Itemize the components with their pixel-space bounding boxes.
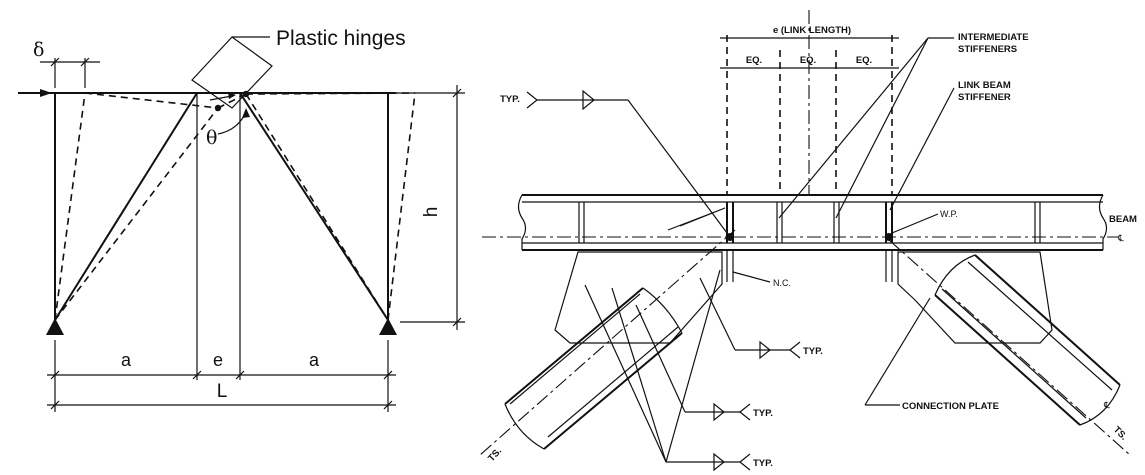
deformed-link bbox=[217, 93, 247, 109]
link-beam-stiffener-label-1: LINK BEAM bbox=[958, 80, 1011, 91]
typ-weld-callout-2 bbox=[635, 304, 751, 422]
weld-symbol-left bbox=[667, 207, 726, 231]
typ-weld-callout-3 bbox=[584, 269, 751, 472]
frame-schematic: Plastic hinges θ δ h a e a bbox=[18, 27, 465, 412]
typ-label-1: TYP. bbox=[803, 346, 823, 357]
link-beam-stiffener-label-2: STIFFENER bbox=[958, 92, 1011, 103]
beam-cl-symbol: ℄ bbox=[1117, 233, 1124, 243]
deformed-left-column bbox=[54, 92, 86, 321]
theta-symbol: θ bbox=[206, 127, 217, 149]
left-brace-tube bbox=[479, 229, 736, 456]
beam-break-left bbox=[517, 194, 527, 250]
link-length-label: e (LINK LENGTH) bbox=[773, 25, 851, 36]
ts-left-label: TS. bbox=[486, 446, 504, 464]
eq-label-1: EQ. bbox=[746, 55, 762, 66]
e-label: e bbox=[213, 350, 223, 370]
connection-plate-label: CONNECTION PLATE bbox=[902, 401, 999, 412]
intermediate-leader-1 bbox=[778, 37, 929, 219]
eq-label-2: EQ. bbox=[800, 55, 816, 66]
theta-arc bbox=[217, 111, 247, 135]
aea-tick-4 bbox=[383, 370, 393, 380]
link-beam-stiffener-leader bbox=[889, 87, 955, 211]
intermediate-stiffeners-label-1: INTERMEDIATE bbox=[958, 32, 1029, 43]
L-label: L bbox=[217, 381, 228, 402]
deformed-beam-right bbox=[245, 92, 416, 95]
deformed-right-column bbox=[387, 92, 416, 321]
work-point-right bbox=[885, 233, 893, 241]
delta-tick-right bbox=[80, 57, 90, 67]
right-brace-cl-symbol: ℄ bbox=[1103, 400, 1110, 410]
a-left-label: a bbox=[121, 350, 132, 370]
beam-break-right bbox=[1098, 194, 1108, 250]
typ-top-label: TYP. bbox=[500, 94, 520, 105]
hinge-rotation-arrowhead bbox=[228, 92, 236, 99]
aea-tick-1 bbox=[50, 370, 60, 380]
plastic-hinge-left bbox=[214, 104, 222, 112]
beam-end-arrowhead bbox=[40, 89, 52, 97]
typ-top-arrow bbox=[627, 99, 731, 238]
wp-leader bbox=[891, 213, 939, 234]
theta-arrowhead bbox=[242, 108, 250, 118]
left-pin-support bbox=[46, 318, 64, 335]
typ-top-fillet bbox=[582, 89, 595, 111]
aea-tick-3 bbox=[235, 370, 245, 380]
right-pin-support bbox=[379, 318, 397, 335]
deformed-right-brace bbox=[245, 93, 389, 321]
L-tick-left bbox=[50, 400, 60, 410]
h-tick-bottom bbox=[452, 317, 462, 327]
deformed-left-brace bbox=[54, 107, 219, 321]
connection-plate-leader-1 bbox=[864, 297, 931, 406]
delta-symbol: δ bbox=[33, 39, 44, 61]
link-connection-detail: BEAM ℄ W.P. e (LINK LENGTH) EQ. EQ bbox=[479, 10, 1137, 472]
hinge-rotation-arrow bbox=[209, 95, 233, 101]
L-tick-right bbox=[383, 400, 393, 410]
nc-label: N.C. bbox=[773, 278, 791, 288]
nc-leader bbox=[732, 271, 771, 283]
a-right-label: a bbox=[309, 350, 320, 370]
eq-label-3: EQ. bbox=[856, 55, 872, 66]
left-gusset-plate bbox=[554, 251, 723, 344]
right-brace bbox=[239, 92, 389, 321]
typ-label-2: TYP. bbox=[753, 408, 773, 419]
typ-weld-callout-1 bbox=[699, 277, 801, 360]
typ-top-tail bbox=[526, 91, 538, 109]
typ-label-3: TYP. bbox=[753, 458, 773, 469]
h-label: h bbox=[421, 207, 442, 218]
deformed-beam-left bbox=[84, 92, 219, 109]
beam-label: BEAM bbox=[1109, 214, 1137, 225]
plastic-hinges-callout-box bbox=[191, 36, 273, 109]
left-brace bbox=[54, 92, 198, 321]
wp-label: W.P. bbox=[940, 209, 958, 219]
right-gusset-plate bbox=[897, 251, 1053, 344]
h-tick-top bbox=[452, 88, 462, 98]
aea-tick-2 bbox=[192, 370, 202, 380]
delta-tick-left bbox=[50, 57, 60, 67]
intermediate-leader-2 bbox=[835, 37, 929, 219]
right-brace-tube bbox=[888, 239, 1131, 456]
intermediate-stiffeners-label-2: STIFFENERS bbox=[958, 44, 1017, 55]
plastic-hinges-label: Plastic hinges bbox=[276, 27, 406, 50]
